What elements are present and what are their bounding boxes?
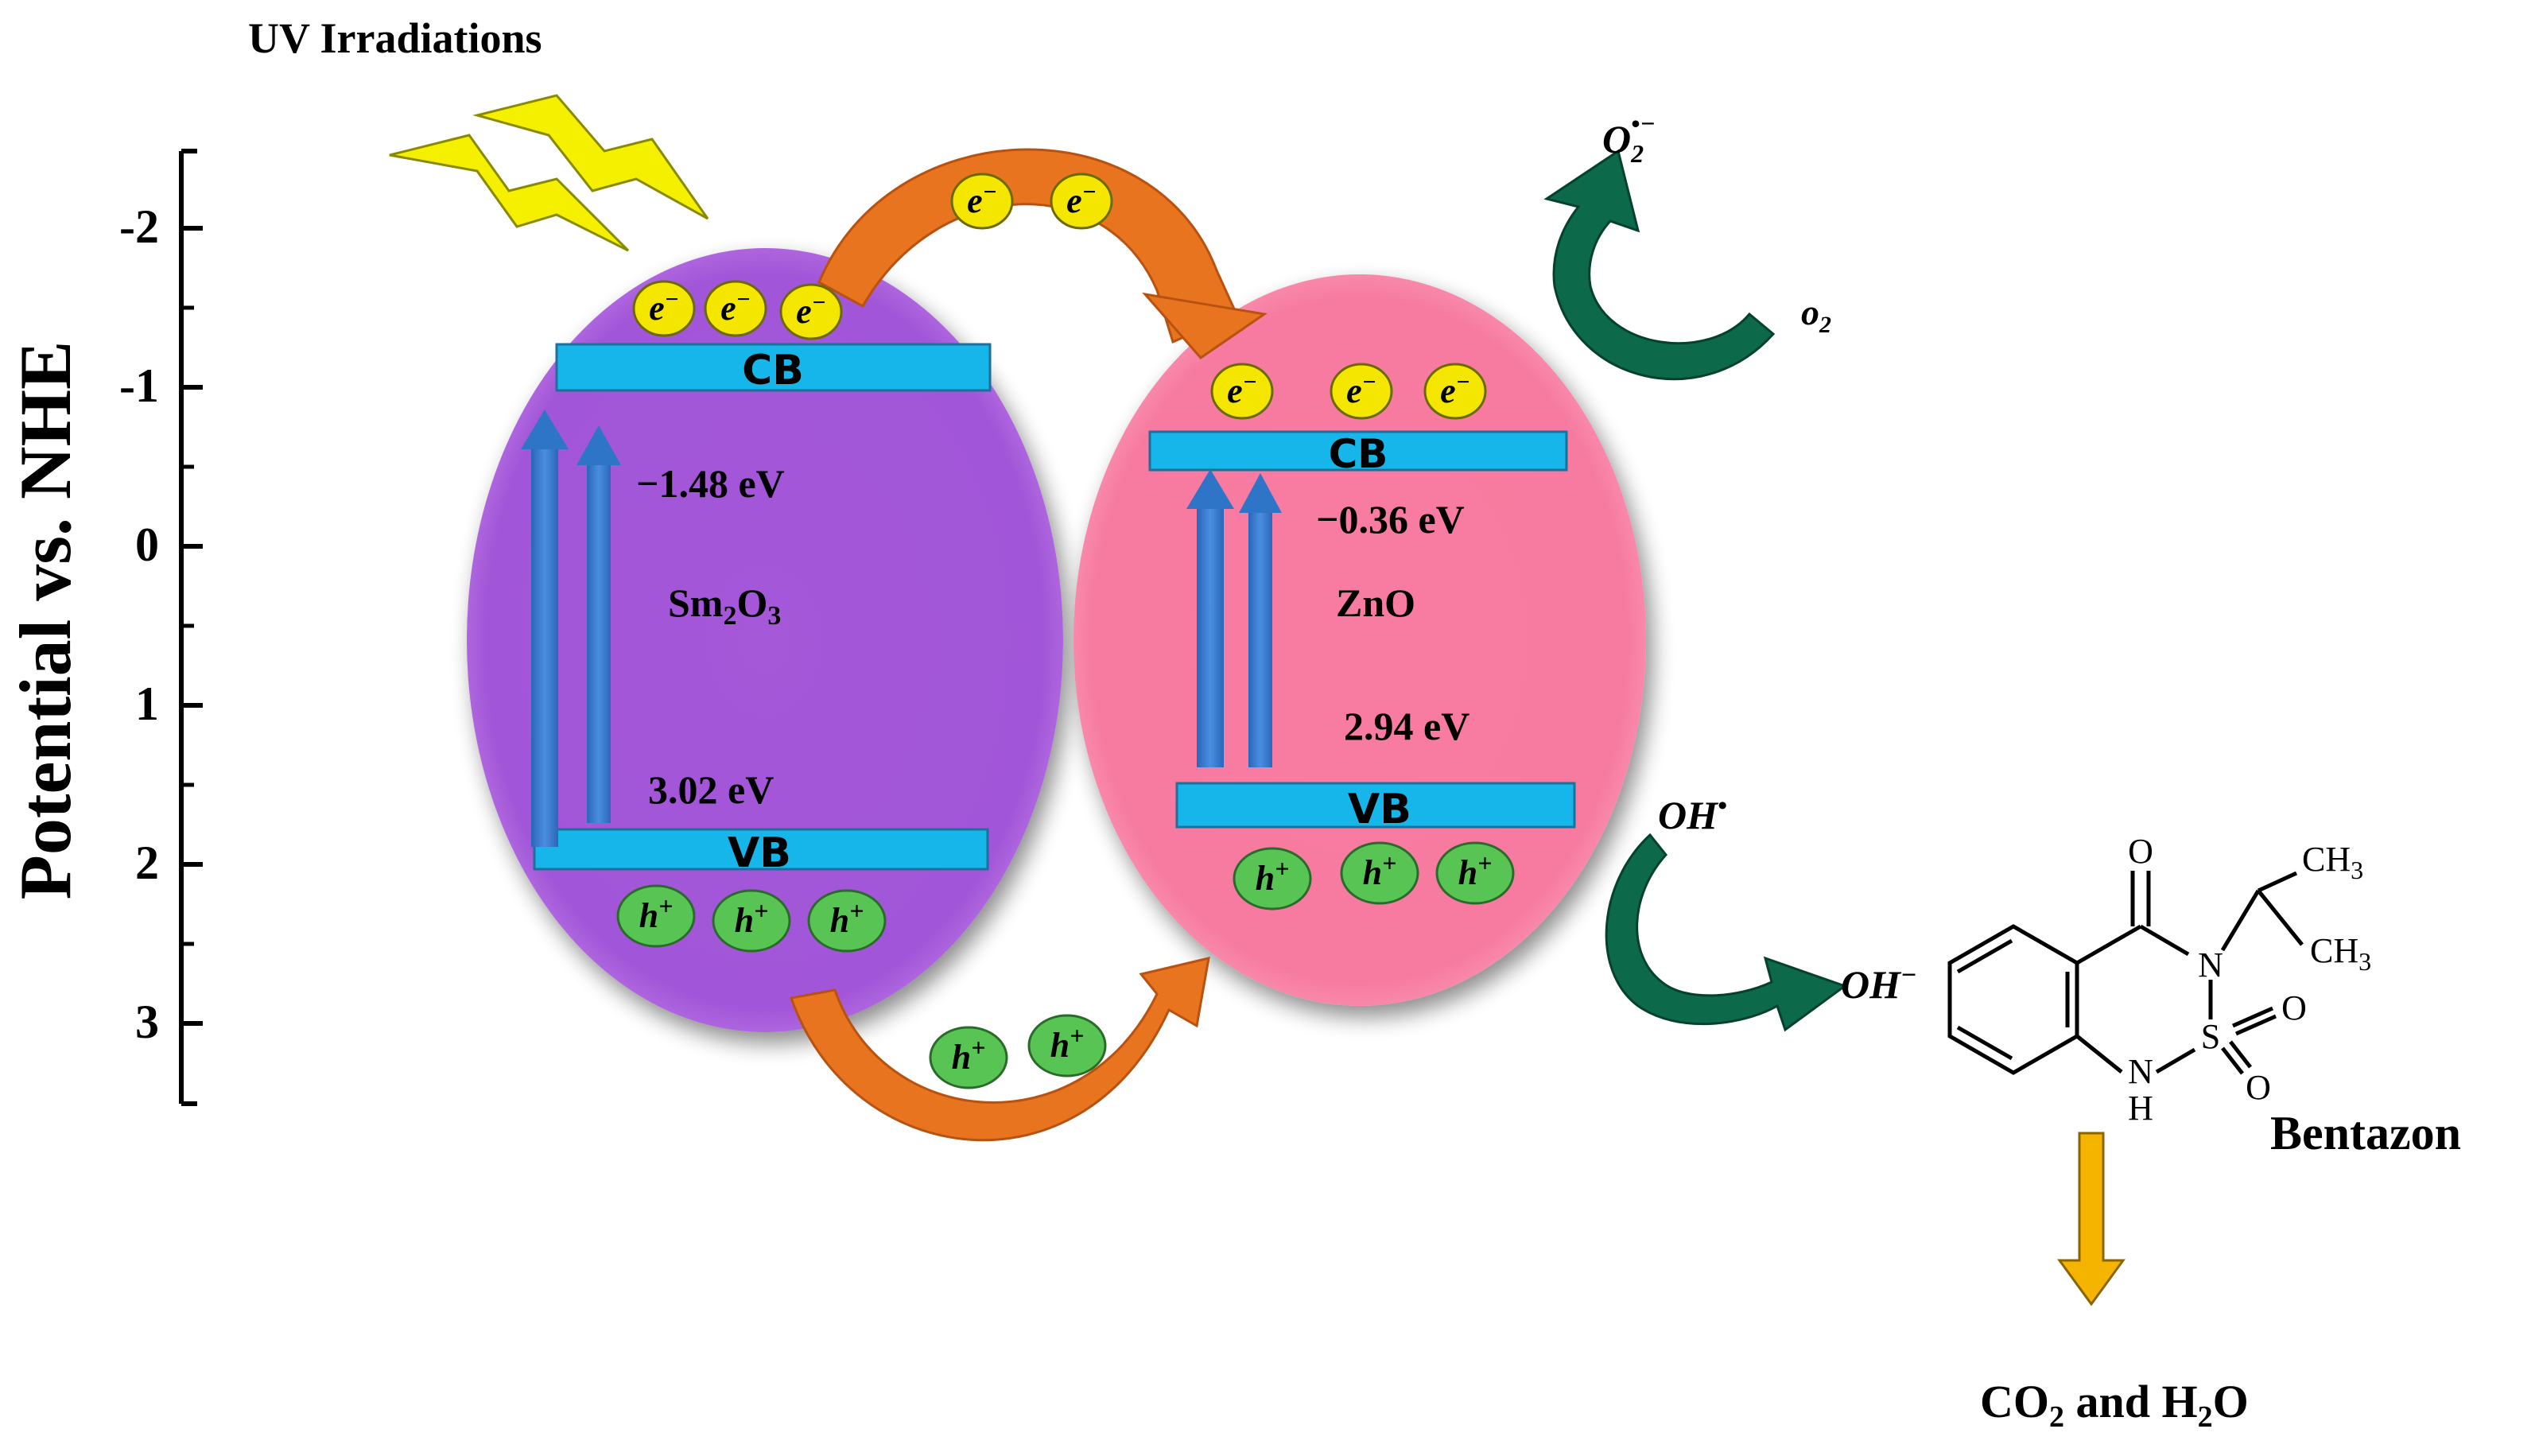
zno-cb-potential: −0.36 eV xyxy=(1316,497,1465,542)
zno-vb-band: VB xyxy=(1175,782,1576,833)
svg-text:e−: e− xyxy=(1440,369,1470,410)
zno-bandgap: 2.94 eV xyxy=(1344,704,1469,748)
atom-label: O xyxy=(2281,988,2307,1027)
zno-label: ZnO xyxy=(1336,580,1415,625)
svg-text:e−: e− xyxy=(796,289,826,331)
svg-text:h+: h+ xyxy=(952,1033,986,1077)
oh-oxidation-arrow xyxy=(1605,833,1848,1032)
electron: e− xyxy=(950,173,1014,230)
products-label: CO2 and H2O xyxy=(1980,1376,2249,1434)
electron: e− xyxy=(1050,173,1113,230)
svg-text:e−: e− xyxy=(720,286,751,328)
hole: h+ xyxy=(807,889,887,953)
hole-transfer-arrow xyxy=(790,957,1210,1142)
hole: h+ xyxy=(1027,1014,1107,1077)
electron-transfer-arrow xyxy=(817,148,1268,359)
electron: e− xyxy=(1330,363,1393,420)
sm2o3-label: Sm2O3 xyxy=(668,580,781,631)
superoxide-label: O2•− xyxy=(1602,109,1656,168)
electron: e− xyxy=(779,283,843,340)
axis-tick-label: 0 xyxy=(135,518,159,571)
svg-text:h+: h+ xyxy=(1050,1021,1085,1065)
electron: e− xyxy=(1423,363,1487,420)
hole: h+ xyxy=(712,889,791,953)
sm2o3-vb-label: VB xyxy=(728,829,791,877)
atom-label: N xyxy=(2128,1052,2153,1091)
axis-tick-label: 3 xyxy=(135,996,159,1048)
atom-label: H xyxy=(2128,1089,2153,1128)
o2-label: o2 xyxy=(1801,292,1831,338)
sm2o3-vb-band: VB xyxy=(533,828,989,877)
svg-text:e−: e− xyxy=(1227,369,1257,410)
atom-label: CH3 xyxy=(2310,931,2371,976)
atom-label: S xyxy=(2201,1017,2220,1056)
electron: e− xyxy=(632,280,696,337)
bentazon-atom-labels: O N S O O N H CH3 CH3 xyxy=(2128,832,2371,1128)
holes: h+ h+ h+ h+ h+ h+ h+ h+ xyxy=(616,841,1515,1089)
sm2o3-cb-label: CB xyxy=(742,347,804,394)
hydroxide-label: OH− xyxy=(1841,961,1917,1007)
bentazon-structure xyxy=(1947,871,2304,1075)
potential-axis: -2 -1 0 1 2 3 Potential vs. NHE xyxy=(5,149,203,1106)
svg-text:h+: h+ xyxy=(639,891,674,935)
atom-label: CH3 xyxy=(2302,840,2363,884)
axis-minor-ticks xyxy=(181,305,194,946)
svg-text:e−: e− xyxy=(967,179,997,220)
zno-cb-label: CB xyxy=(1329,431,1388,477)
axis-tick-label: -1 xyxy=(119,359,159,412)
axis-tick-label: 2 xyxy=(135,837,159,889)
axis-tick-label: -2 xyxy=(119,200,159,253)
electron: e− xyxy=(1210,363,1274,420)
axis-tick-label: 1 xyxy=(135,678,159,730)
o2-reduction-arrow xyxy=(1543,149,1776,381)
svg-text:e−: e− xyxy=(649,286,679,328)
sm2o3-cb-band: CB xyxy=(555,343,992,394)
electrons: e− e− e− e− e− e− e− e− xyxy=(632,173,1487,420)
svg-text:h+: h+ xyxy=(830,896,864,940)
svg-text:h+: h+ xyxy=(1458,848,1493,892)
title-uv-irradiations: UV Irradiations xyxy=(248,14,542,62)
electron: e− xyxy=(704,280,767,337)
hole: h+ xyxy=(616,884,696,948)
svg-text:h+: h+ xyxy=(1363,848,1397,892)
atom-label: N xyxy=(2198,945,2223,984)
hole: h+ xyxy=(1233,847,1312,910)
axis-title: Potential vs. NHE xyxy=(5,341,86,900)
svg-text:e−: e− xyxy=(1066,179,1097,220)
zno-excitation-arrows xyxy=(1186,469,1282,767)
bentazon-label: Bentazon xyxy=(2270,1107,2461,1159)
svg-text:h+: h+ xyxy=(1256,854,1290,898)
lightning-icon xyxy=(389,94,709,252)
atom-label: O xyxy=(2128,832,2153,871)
degradation-arrow xyxy=(2057,1132,2126,1307)
atom-label: O xyxy=(2246,1068,2271,1107)
axis-major-ticks xyxy=(181,226,203,1026)
svg-text:e−: e− xyxy=(1346,369,1376,410)
sm2o3-bandgap: 3.02 eV xyxy=(648,767,774,812)
sm2o3-cb-potential: −1.48 eV xyxy=(636,461,785,506)
hole: h+ xyxy=(929,1026,1008,1089)
sm2o3-excitation-arrows xyxy=(521,410,621,847)
zno-vb-label: VB xyxy=(1348,786,1411,833)
oh-radical-label: OH• xyxy=(1658,791,1727,837)
zno-cb-band: CB xyxy=(1148,430,1568,477)
hole: h+ xyxy=(1435,841,1515,905)
svg-text:h+: h+ xyxy=(735,896,769,940)
hole: h+ xyxy=(1340,841,1419,905)
